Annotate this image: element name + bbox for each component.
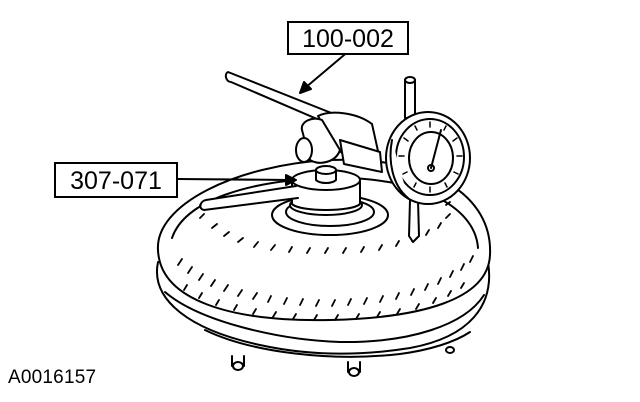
indicator-dial-face bbox=[408, 131, 454, 185]
hub-adapter-tool bbox=[199, 165, 363, 216]
indicator-plunger-bottom bbox=[408, 199, 420, 243]
indicator-clamp-knob bbox=[295, 137, 313, 163]
dial-indicator-tool bbox=[224, 71, 471, 243]
indicator-needle bbox=[430, 129, 442, 169]
indicator-dial-depth bbox=[389, 139, 409, 199]
leader-arrow-100-002 bbox=[299, 81, 312, 94]
leader-line-100-002 bbox=[304, 49, 351, 89]
converter-fins-outer bbox=[177, 255, 474, 321]
converter-fins-inner bbox=[199, 201, 451, 254]
converter-base-ring bbox=[204, 329, 471, 358]
converter-bolt-3 bbox=[445, 346, 455, 354]
leader-arrow-307-071 bbox=[285, 174, 297, 186]
converter-lug bbox=[231, 355, 361, 373]
converter-lower-rim bbox=[164, 291, 485, 344]
indicator-plunger-cap bbox=[404, 76, 416, 84]
adapter-handle bbox=[199, 185, 299, 211]
leader-line-307-071 bbox=[177, 178, 291, 181]
indicator-clamp-link bbox=[339, 139, 383, 173]
figure-reference-id: A0016157 bbox=[8, 367, 97, 388]
callout-tool-307-071: 307-071 bbox=[54, 162, 178, 198]
indicator-dial-ticks bbox=[398, 121, 463, 193]
leader-lines bbox=[177, 49, 351, 186]
converter-bolt-1 bbox=[232, 361, 244, 371]
indicator-plunger-top bbox=[404, 79, 416, 119]
converter-bolt-2 bbox=[348, 367, 360, 377]
adapter-stem-top bbox=[315, 165, 337, 175]
callout-tool-100-002: 100-002 bbox=[287, 21, 409, 55]
